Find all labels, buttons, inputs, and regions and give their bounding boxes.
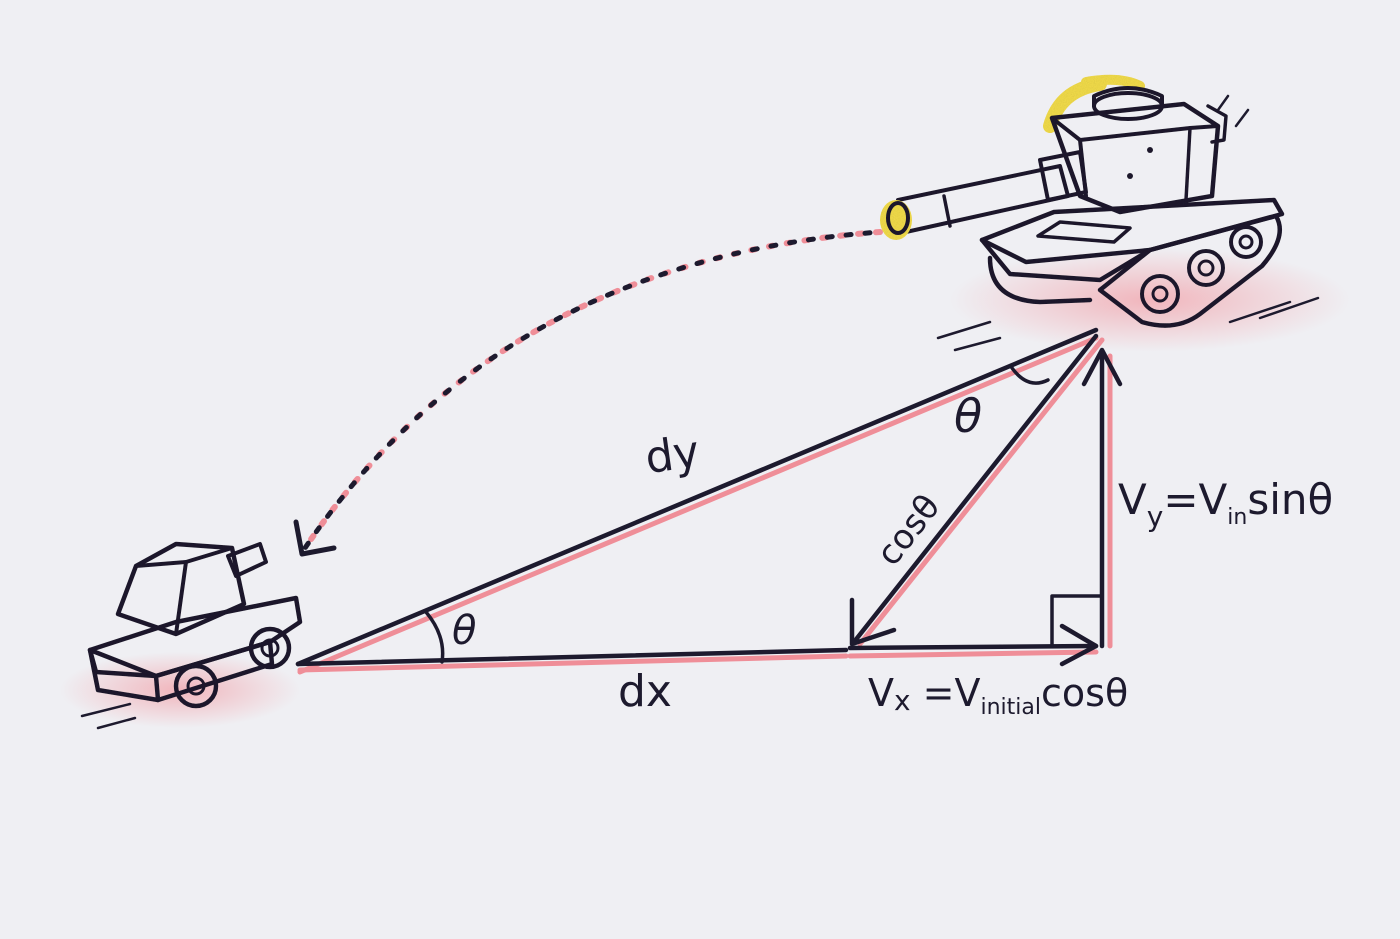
vx-arrowhead xyxy=(1059,623,1099,667)
vy-arrowhead xyxy=(1081,347,1123,387)
ground-smudge-right xyxy=(950,248,1350,352)
small-tank-icon xyxy=(87,541,303,709)
dx-line xyxy=(295,647,849,667)
ground-smudge-left xyxy=(60,652,300,728)
velocity-diagonal-pink xyxy=(857,337,1105,647)
cos-label: cosθ xyxy=(869,487,949,573)
vx-line-pink xyxy=(847,649,1099,659)
dy-line xyxy=(295,327,1099,667)
trajectory-arrowhead xyxy=(293,519,337,557)
trajectory-arc-pink xyxy=(302,229,883,551)
dx-line-pink xyxy=(297,653,849,673)
velocity-diagonal xyxy=(851,333,1099,645)
dy-line-pink xyxy=(297,335,1099,675)
vx-line xyxy=(847,643,1099,651)
tank-icon xyxy=(880,74,1285,328)
vy-equation: Vy=Vinsinθ xyxy=(1118,475,1333,533)
theta-bottom-label: θ xyxy=(452,608,476,654)
velocity-arrowhead xyxy=(849,597,897,647)
speed-lines xyxy=(80,94,1320,730)
angle-arc-bottom xyxy=(424,610,445,664)
trajectory-arc xyxy=(302,229,883,551)
dx-label: dx xyxy=(618,666,672,717)
dy-label: dy xyxy=(642,426,703,484)
theta-top-label: θ xyxy=(954,389,982,443)
right-angle-marker xyxy=(1050,594,1102,648)
vx-equation: Vx =Vinitialcosθ xyxy=(868,671,1128,720)
angle-arc-top xyxy=(1010,366,1050,385)
